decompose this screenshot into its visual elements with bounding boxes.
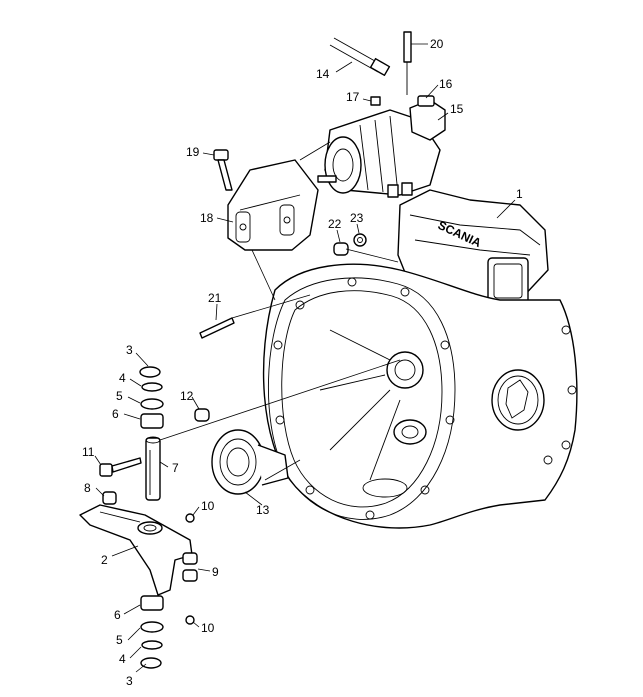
slave-cylinder <box>317 99 446 198</box>
upper-seal-stack <box>139 366 164 429</box>
callout-10-bottom: 10 <box>201 621 215 635</box>
bushing-22 <box>333 242 349 256</box>
callout-22: 22 <box>328 217 342 231</box>
callout-13: 13 <box>256 503 270 517</box>
callout-3-bottom: 3 <box>126 674 133 688</box>
callout-8: 8 <box>84 481 91 495</box>
callout-2: 2 <box>101 553 108 567</box>
callout-16: 16 <box>439 77 453 91</box>
hydraulic-pipe <box>329 37 391 77</box>
cylinder-bracket <box>227 159 319 251</box>
callout-11: 11 <box>82 445 95 459</box>
lower-seal-stack <box>140 595 164 669</box>
callout-6-top: 6 <box>112 407 119 421</box>
bolt-shaft <box>99 457 142 477</box>
callout-3-top: 3 <box>126 343 133 357</box>
callout-5-bottom: 5 <box>116 633 123 647</box>
callout-19: 19 <box>186 145 200 159</box>
callout-21: 21 <box>208 291 222 305</box>
fork-pins <box>182 513 198 625</box>
callout-23: 23 <box>350 211 364 225</box>
callout-4-top: 4 <box>119 371 126 385</box>
breather-pipe <box>403 31 412 95</box>
callout-7: 7 <box>172 461 179 475</box>
fitting <box>417 95 435 107</box>
release-shaft <box>145 436 161 501</box>
callout-4-bottom: 4 <box>119 652 126 666</box>
callout-17: 17 <box>346 90 360 104</box>
callout-9: 9 <box>212 565 219 579</box>
washer-23 <box>353 233 367 247</box>
callout-12: 12 <box>180 389 194 403</box>
callout-10-top: 10 <box>201 499 215 513</box>
callout-1: 1 <box>516 187 523 201</box>
stud <box>199 317 235 339</box>
callout-20: 20 <box>430 37 444 51</box>
release-bearing <box>211 429 289 495</box>
release-fork <box>79 504 193 596</box>
screw-small <box>370 96 381 106</box>
callout-18: 18 <box>200 211 214 225</box>
callout-15: 15 <box>450 102 464 116</box>
callout-14: 14 <box>316 67 330 81</box>
plug <box>102 491 117 505</box>
callout-5-top: 5 <box>116 389 123 403</box>
bushing-12 <box>194 408 210 422</box>
clutch-housing: SCANIA <box>262 189 578 529</box>
bolt-bracket <box>213 149 233 191</box>
callout-6-bottom: 6 <box>114 608 121 622</box>
leader-lines <box>94 43 516 673</box>
callout-labels: 1 2 3 3 4 4 5 5 6 6 7 8 9 10 10 11 12 13… <box>82 37 523 688</box>
